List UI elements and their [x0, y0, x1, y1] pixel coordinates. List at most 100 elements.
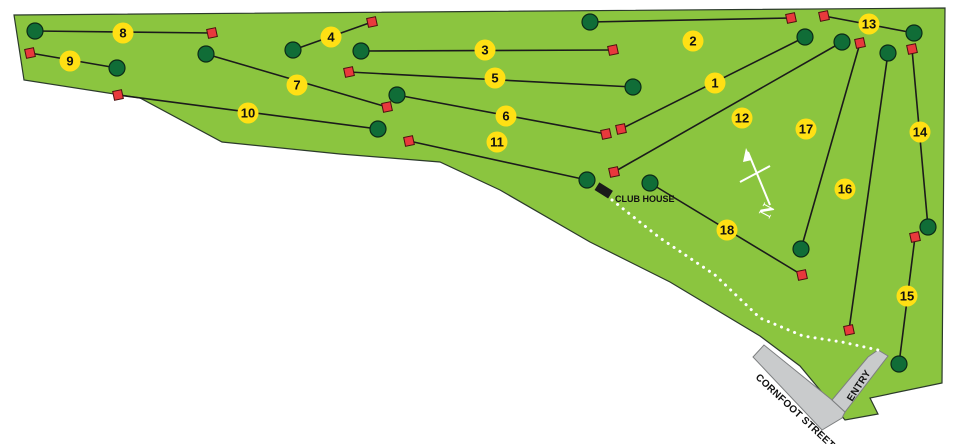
green-hole-10 [369, 120, 387, 138]
green-hole-9 [108, 59, 126, 77]
hole-number-label: 9 [66, 54, 73, 69]
hole-marker-15[interactable]: 15 [896, 285, 918, 307]
walking-path [610, 198, 880, 352]
green-hole-17 [792, 240, 810, 258]
cornfoot-street-road [752, 344, 889, 431]
tee-box-hole-10 [112, 89, 124, 101]
hole-marker-3[interactable]: 3 [474, 39, 496, 61]
hole-marker-4[interactable]: 4 [320, 26, 342, 48]
tee-box-hole-14 [906, 43, 918, 55]
hole-marker-circle [682, 30, 704, 52]
club-house-label: CLUB HOUSE [615, 194, 675, 204]
hole-number-label: 17 [799, 122, 813, 137]
green-hole-7 [197, 45, 215, 63]
compass-rose: N [739, 148, 779, 221]
tee-box-hole-5 [343, 66, 355, 78]
hole-number-label: 15 [900, 289, 914, 304]
hole-number-label: 6 [502, 109, 509, 124]
green-hole-16 [879, 44, 897, 62]
hole-marker-12[interactable]: 12 [731, 107, 753, 129]
green-hole-3 [352, 42, 370, 60]
hole-marker-13[interactable]: 13 [858, 13, 880, 35]
green-hole-14 [919, 218, 937, 236]
green-hole-5 [624, 78, 642, 96]
hole-marker-16[interactable]: 16 [834, 178, 856, 200]
green-hole-13 [905, 24, 923, 42]
hole-number-label: 16 [838, 182, 852, 197]
hole-marker-1[interactable]: 1 [704, 72, 726, 94]
hole-marker-8[interactable]: 8 [112, 22, 134, 44]
hole-number-label: 7 [293, 78, 300, 93]
club-house-building [594, 182, 613, 199]
hole-marker-18[interactable]: 18 [716, 219, 738, 241]
green-hole-8 [26, 22, 44, 40]
hole-marker-circle [896, 285, 918, 307]
hole-marker-circle [59, 50, 81, 72]
tee-box-hole-9 [24, 47, 36, 59]
hole-number-label: 18 [720, 223, 734, 238]
hole-number-label: 4 [327, 30, 335, 45]
tee-box-hole-2 [785, 12, 797, 24]
tee-box-hole-8 [206, 27, 218, 39]
entry-driveway [831, 349, 889, 413]
tee-box-hole-11 [403, 135, 415, 147]
course-grounds [13, 7, 946, 421]
hole-marker-14[interactable]: 14 [909, 121, 931, 143]
tee-box-hole-1 [615, 123, 627, 135]
tee-box-hole-13 [818, 10, 830, 22]
hole-marker-circle [834, 178, 856, 200]
hole-number-label: 10 [241, 106, 255, 121]
hole-marker-circle [484, 67, 506, 89]
tee-box-hole-4 [366, 16, 378, 28]
compass-north-line [747, 151, 771, 206]
hole-marker-9[interactable]: 9 [59, 50, 81, 72]
green-hole-4 [284, 41, 302, 59]
tees-layer [24, 10, 921, 336]
hole-marker-10[interactable]: 10 [237, 102, 259, 124]
hole-number-label: 11 [490, 135, 504, 150]
hole-marker-6[interactable]: 6 [495, 105, 517, 127]
compass-arrow-icon [743, 148, 752, 162]
green-hole-15 [890, 355, 908, 373]
fairway-line-hole-11 [408, 140, 588, 181]
hole-marker-circle [112, 22, 134, 44]
hole-marker-circle [286, 74, 308, 96]
hole-marker-circle [495, 105, 517, 127]
hole-marker-circle [704, 72, 726, 94]
hole-marker-11[interactable]: 11 [486, 131, 508, 153]
hole-number-label: 13 [862, 17, 876, 32]
hole-marker-circle [237, 102, 259, 124]
green-hole-18 [641, 174, 659, 192]
compass-east-line [739, 165, 771, 183]
fairway-line-hole-2 [589, 17, 792, 23]
hole-number-label: 1 [711, 76, 718, 91]
tee-box-hole-7 [381, 101, 393, 113]
fairway-line-hole-16 [848, 52, 889, 331]
tee-box-hole-16 [843, 324, 855, 336]
green-hole-2 [581, 13, 599, 31]
hole-marker-2[interactable]: 2 [682, 30, 704, 52]
hole-number-label: 5 [491, 71, 498, 86]
hole-marker-circle [731, 107, 753, 129]
hole-marker-5[interactable]: 5 [484, 67, 506, 89]
hole-marker-circle [858, 13, 880, 35]
tee-box-hole-6 [600, 128, 612, 140]
hole-marker-circle [320, 26, 342, 48]
tee-box-hole-3 [607, 44, 619, 56]
tee-box-hole-12 [608, 166, 620, 178]
hole-number-label: 8 [119, 26, 126, 41]
hole-number-label: 14 [913, 125, 928, 140]
hole-marker-7[interactable]: 7 [286, 74, 308, 96]
tee-box-hole-18 [796, 269, 808, 281]
hole-marker-circle [909, 121, 931, 143]
hole-marker-circle [486, 131, 508, 153]
hole-marker-circle [795, 118, 817, 140]
tee-box-hole-17 [854, 37, 866, 49]
hole-marker-17[interactable]: 17 [795, 118, 817, 140]
hole-marker-circle [716, 219, 738, 241]
tee-box-hole-15 [909, 231, 921, 243]
green-hole-6 [388, 86, 406, 104]
green-hole-1 [796, 28, 814, 46]
